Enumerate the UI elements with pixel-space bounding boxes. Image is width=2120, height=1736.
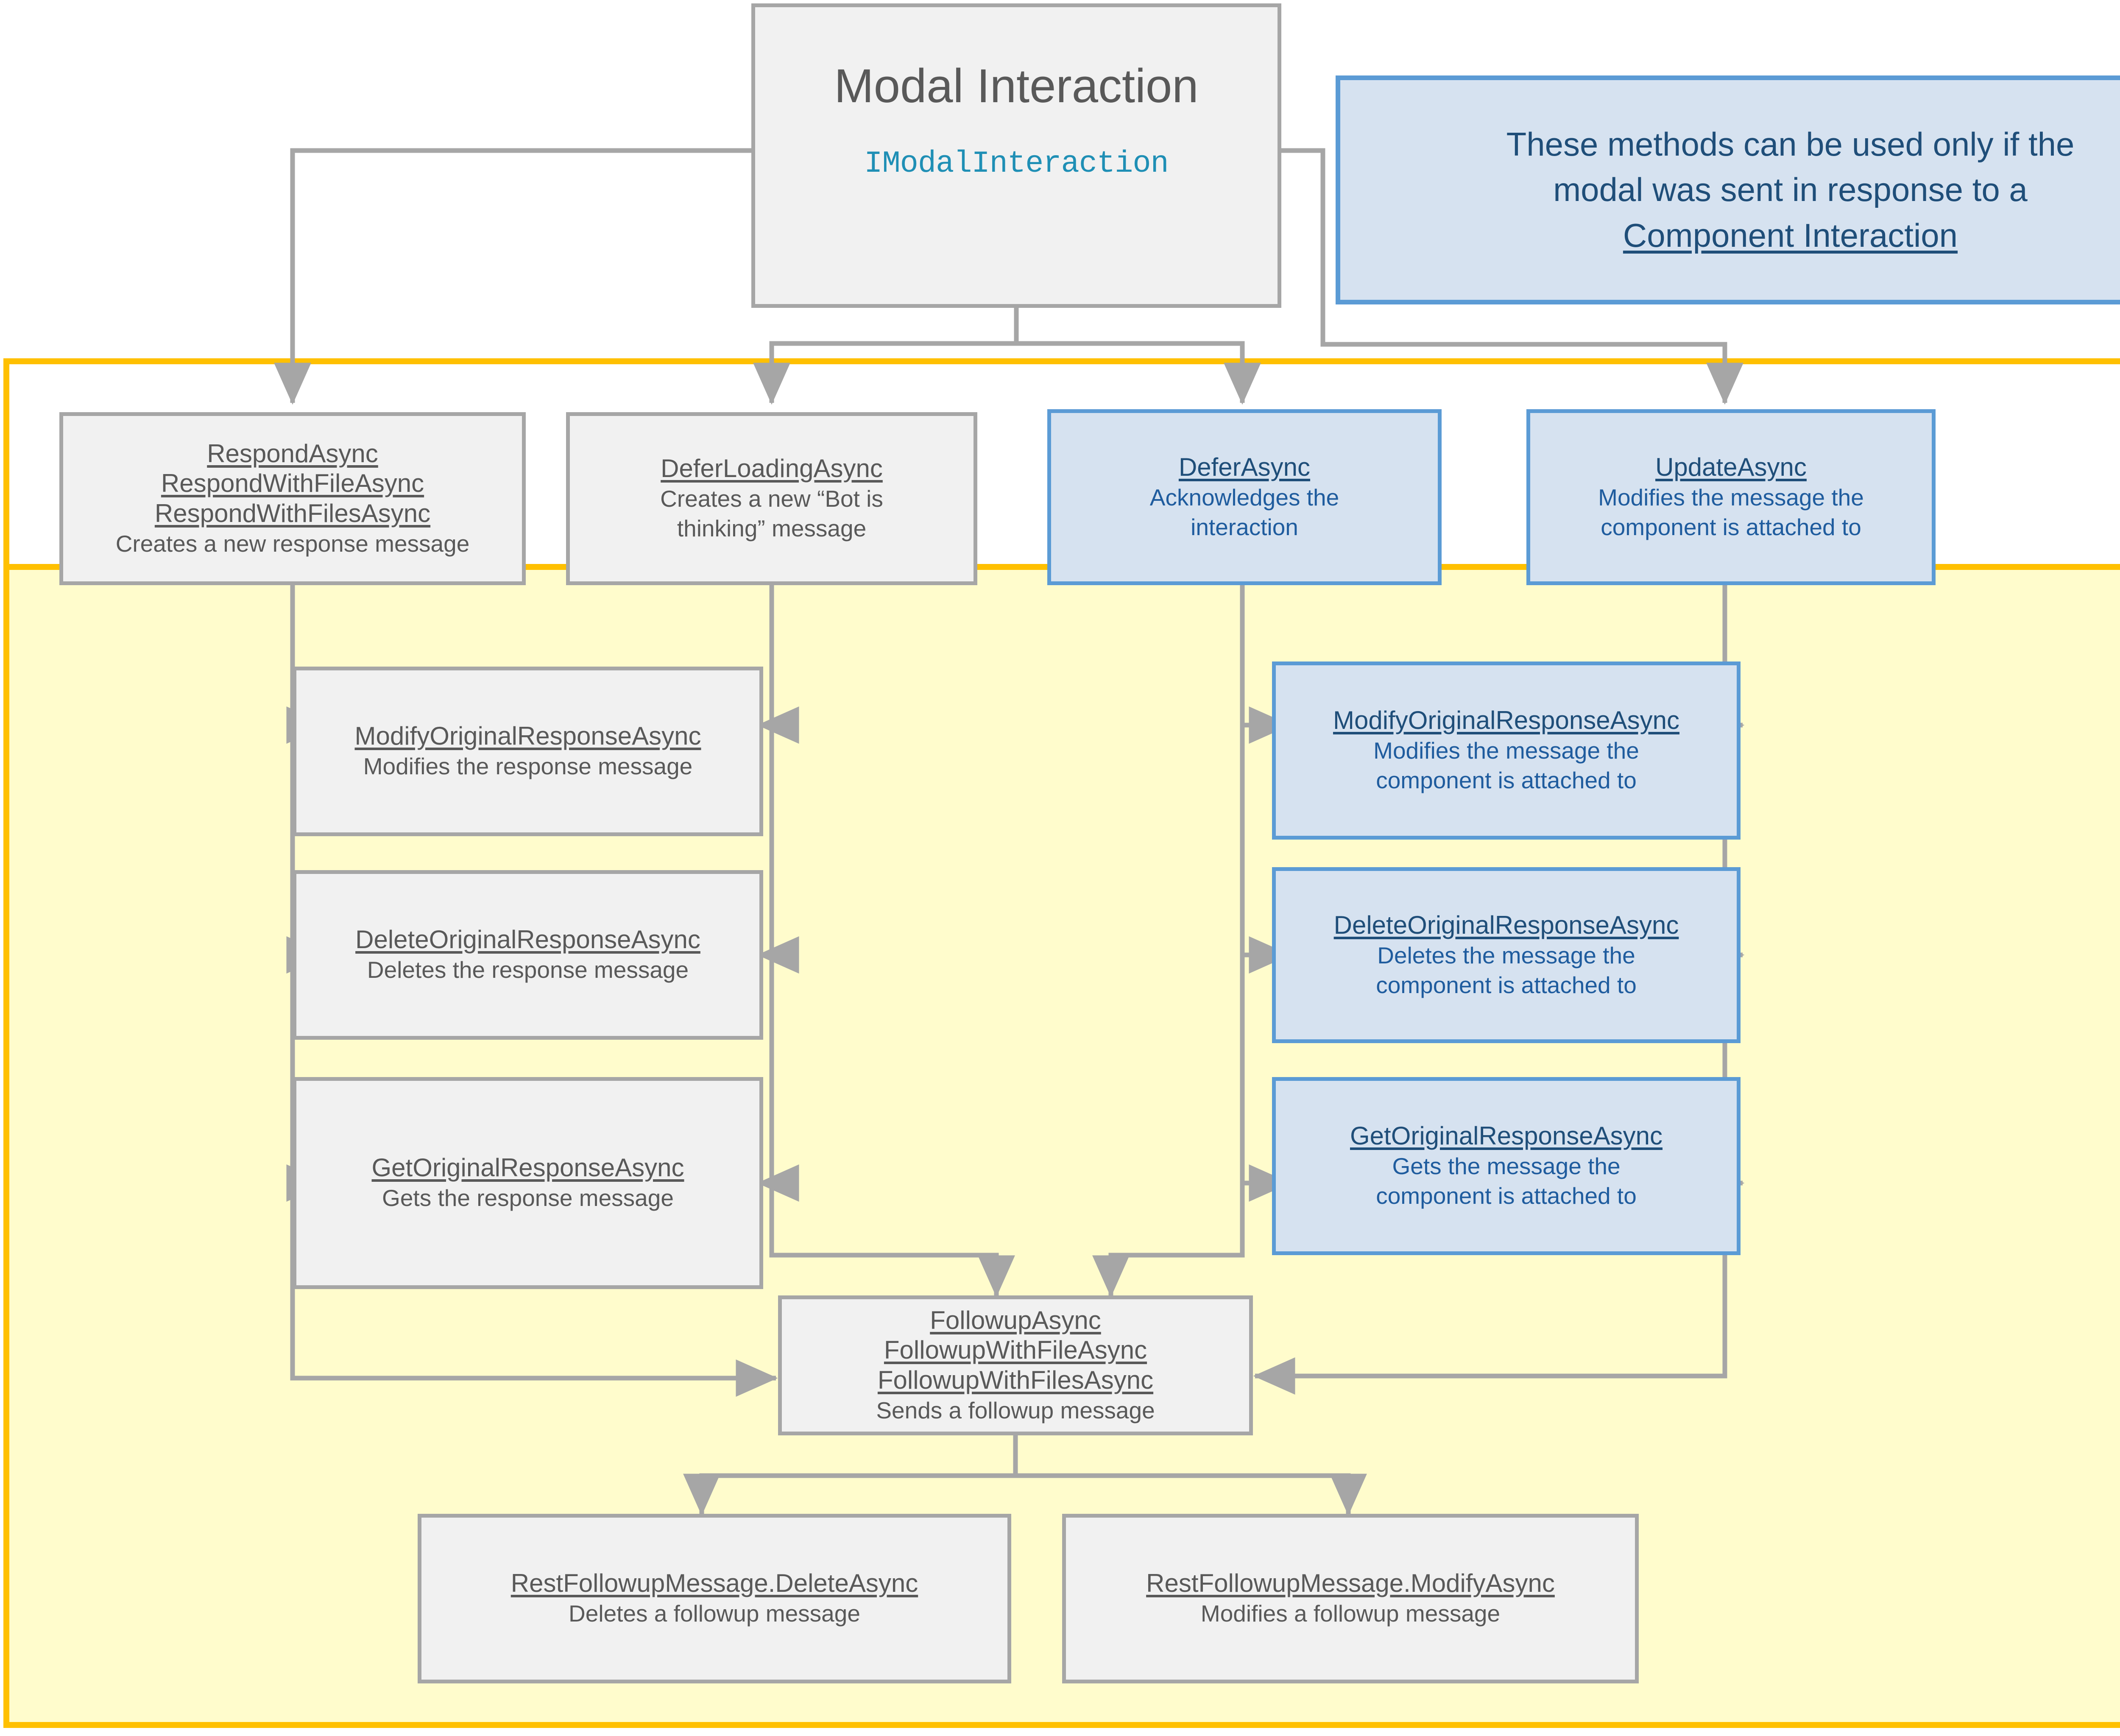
callout-line-2: modal was sent in response to a bbox=[1553, 171, 2028, 209]
node-defer-loading-async[interactable]: DeferLoadingAsync Creates a new “Bot is … bbox=[566, 412, 977, 585]
node-delete-original-blue-description-2: component is attached to bbox=[1376, 971, 1637, 998]
node-delete-original-gray-method[interactable]: DeleteOriginalResponseAsync bbox=[355, 925, 700, 954]
node-delete-original-blue-description-1: Deletes the message the bbox=[1377, 942, 1635, 968]
node-rest-delete-description: Deletes a followup message bbox=[569, 1600, 860, 1627]
node-delete-original-blue-method[interactable]: DeleteOriginalResponseAsync bbox=[1333, 910, 1679, 939]
node-get-original-blue-description-2: component is attached to bbox=[1376, 1183, 1637, 1209]
node-respond-method-3[interactable]: RespondWithFilesAsync bbox=[154, 499, 431, 528]
node-rest-followup-delete-async[interactable]: RestFollowupMessage.DeleteAsync Deletes … bbox=[418, 1514, 1011, 1683]
node-followup-method-1[interactable]: FollowupAsync bbox=[930, 1306, 1101, 1334]
node-followup-method-2[interactable]: FollowupWithFileAsync bbox=[884, 1336, 1147, 1365]
node-defer-description-2: interaction bbox=[1191, 514, 1298, 540]
node-get-original-gray-description: Gets the response message bbox=[382, 1185, 674, 1211]
node-delete-original-gray-description: Deletes the response message bbox=[367, 957, 689, 983]
node-modify-original-blue-description-2: component is attached to bbox=[1376, 767, 1637, 794]
node-get-original-blue-description-1: Gets the message the bbox=[1392, 1153, 1621, 1179]
node-rest-modify-description: Modifies a followup message bbox=[1200, 1600, 1501, 1627]
node-modify-original-response-gray[interactable]: ModifyOriginalResponseAsync Modifies the… bbox=[293, 667, 763, 836]
node-followup-async[interactable]: FollowupAsync FollowupWithFileAsync Foll… bbox=[778, 1295, 1253, 1435]
callout-link-component-interaction[interactable]: Component Interaction bbox=[1623, 216, 1958, 254]
node-rest-modify-method[interactable]: RestFollowupMessage.ModifyAsync bbox=[1146, 1569, 1555, 1598]
legend-followup-title: Followup methods bbox=[1900, 674, 2120, 711]
node-delete-original-response-blue[interactable]: DeleteOriginalResponseAsync Deletes the … bbox=[1272, 867, 1741, 1043]
node-modify-original-gray-method[interactable]: ModifyOriginalResponseAsync bbox=[354, 722, 701, 751]
node-followup-description: Sends a followup message bbox=[876, 1397, 1155, 1423]
node-respond-method-2[interactable]: RespondWithFileAsync bbox=[161, 469, 424, 498]
node-update-async[interactable]: UpdateAsync Modifies the message the com… bbox=[1526, 409, 1936, 585]
node-delete-original-response-gray[interactable]: DeleteOriginalResponseAsync Deletes the … bbox=[293, 870, 763, 1040]
node-respond-async[interactable]: RespondAsync RespondWithFileAsync Respon… bbox=[59, 412, 526, 585]
node-get-original-blue-method[interactable]: GetOriginalResponseAsync bbox=[1350, 1122, 1663, 1150]
callout-line-1: These methods can be used only if the bbox=[1506, 125, 2075, 163]
node-defer-loading-description-2: thinking” message bbox=[677, 515, 867, 542]
node-defer-description-1: Acknowledges the bbox=[1149, 484, 1339, 511]
callout-component-interaction-note: These methods can be used only if the mo… bbox=[1336, 75, 2120, 304]
node-update-description-2: component is attached to bbox=[1601, 514, 1861, 540]
root-interface-name: IModalInteraction bbox=[864, 146, 1169, 181]
node-respond-description: Creates a new response message bbox=[115, 530, 470, 557]
node-modify-original-gray-description: Modifies the response message bbox=[363, 753, 693, 780]
node-rest-delete-method[interactable]: RestFollowupMessage.DeleteAsync bbox=[510, 1569, 918, 1598]
node-defer-async[interactable]: DeferAsync Acknowledges the interaction bbox=[1047, 409, 1442, 585]
node-modify-original-blue-description-1: Modifies the message the bbox=[1373, 737, 1639, 764]
legend-followup-note-2: interaction token’s lifetime bbox=[1900, 809, 2120, 842]
node-respond-method-1[interactable]: RespondAsync bbox=[207, 439, 378, 468]
node-get-original-response-blue[interactable]: GetOriginalResponseAsync Gets the messag… bbox=[1272, 1077, 1741, 1255]
node-rest-followup-modify-async[interactable]: RestFollowupMessage.ModifyAsync Modifies… bbox=[1062, 1514, 1639, 1683]
legend-followup: Followup methods Can be used in 15 minut… bbox=[1900, 674, 2120, 841]
node-modify-original-blue-method[interactable]: ModifyOriginalResponseAsync bbox=[1333, 706, 1680, 735]
node-defer-loading-method[interactable]: DeferLoadingAsync bbox=[661, 454, 883, 483]
node-update-method[interactable]: UpdateAsync bbox=[1655, 452, 1807, 481]
root-title: Modal Interaction bbox=[834, 59, 1199, 112]
legend-followup-sub-1: Can be used in 15 minutes bbox=[1900, 711, 2120, 744]
node-defer-method[interactable]: DeferAsync bbox=[1178, 452, 1311, 481]
node-update-description-1: Modifies the message the bbox=[1598, 484, 1864, 511]
node-followup-method-3[interactable]: FollowupWithFilesAsync bbox=[877, 1366, 1154, 1395]
node-defer-loading-description-1: Creates a new “Bot is bbox=[660, 486, 883, 512]
node-modify-original-response-blue[interactable]: ModifyOriginalResponseAsync Modifies the… bbox=[1272, 661, 1741, 840]
node-get-original-gray-method[interactable]: GetOriginalResponseAsync bbox=[371, 1153, 684, 1182]
node-get-original-response-gray[interactable]: GetOriginalResponseAsync Gets the respon… bbox=[293, 1077, 763, 1289]
legend-followup-note-1: Can be used multiple times during bbox=[1900, 777, 2120, 809]
node-modal-interaction[interactable]: Modal Interaction IModalInteraction bbox=[751, 3, 1281, 308]
legend-followup-sub-2: after sending an initial response bbox=[1900, 744, 2120, 777]
